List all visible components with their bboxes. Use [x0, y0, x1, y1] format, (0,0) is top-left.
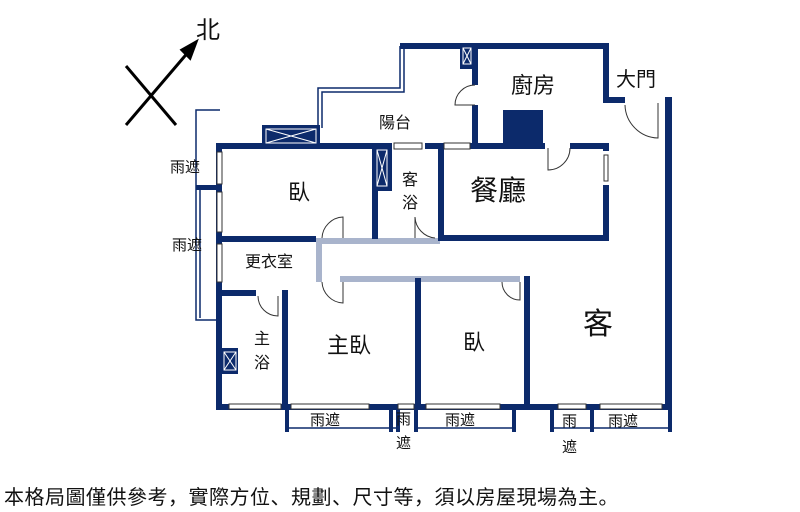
- hallway: [316, 238, 520, 282]
- entrance-label: 大門: [616, 67, 656, 91]
- windows: [216, 142, 663, 410]
- guest-bath-label-2: 浴: [402, 193, 418, 212]
- living-label: 客: [583, 307, 613, 342]
- kitchen-label: 廚房: [511, 74, 555, 99]
- north-compass-icon: [124, 38, 199, 126]
- shelter-label: 遮: [396, 434, 411, 452]
- duct-icons: [223, 47, 472, 371]
- shelter-label: 雨遮: [608, 412, 638, 430]
- doors: [257, 84, 659, 317]
- compass-north-label: 北: [196, 16, 220, 44]
- bedroom-top-label: 臥: [288, 181, 310, 206]
- disclaimer-text: 本格局圖僅供參考，實際方位、規劃、尺寸等，須以房屋現場為主。: [4, 485, 619, 509]
- master-bedroom-label: 主臥: [327, 334, 371, 359]
- shelter-label: 雨遮: [445, 411, 475, 429]
- bedroom-bottom-label: 臥: [463, 331, 485, 356]
- shelter-label: 雨遮: [310, 411, 340, 429]
- master-bath-label-1: 主: [254, 329, 270, 348]
- shelter-label: 雨遮: [170, 158, 200, 176]
- closet-label: 更衣室: [245, 252, 293, 271]
- shelter-label: 遮: [562, 438, 577, 456]
- shelter-label: 雨: [396, 410, 411, 428]
- shelter-label: 雨遮: [172, 236, 202, 254]
- shelter-label: 雨: [562, 412, 577, 430]
- master-bath-label-2: 浴: [254, 353, 270, 372]
- balcony-railing: [317, 46, 405, 128]
- guest-bath-label-1: 客: [402, 170, 418, 189]
- left-shelter-outline: [195, 109, 220, 321]
- balcony-label: 陽台: [379, 113, 411, 132]
- dining-label: 餐廳: [470, 174, 526, 207]
